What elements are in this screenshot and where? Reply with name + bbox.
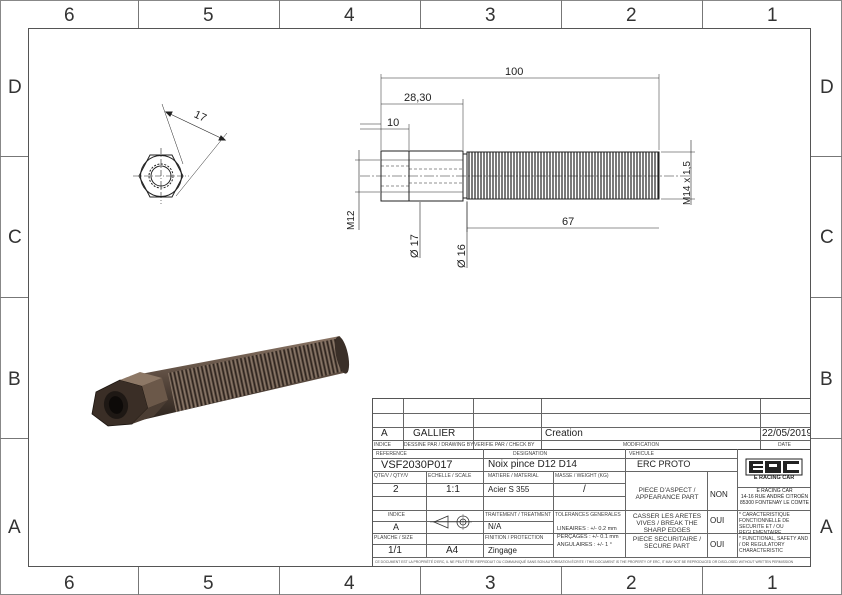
- dim-hex-length: 10: [387, 117, 399, 129]
- dim-thread-spec: M14 x 1,5: [682, 161, 693, 205]
- zone-col-bottom: 4: [344, 573, 355, 594]
- revision-date: 22/05/2019: [762, 428, 810, 439]
- scale-value: 1:1: [446, 484, 460, 495]
- zone-col-bottom: 2: [626, 573, 637, 594]
- dim-hex-af: 17: [192, 109, 208, 125]
- dim-m12: M12: [346, 210, 357, 230]
- edges-value: OUI: [710, 516, 725, 525]
- revision-header-indice: INDICE: [374, 442, 391, 448]
- mass-value: /: [583, 484, 586, 495]
- revision-indice: A: [381, 428, 388, 439]
- company-address: E RACING CAR 14-16 RUE ANDRÉ CITROËN 853…: [739, 488, 809, 506]
- qty-value: 2: [393, 484, 399, 495]
- isometric-view: [91, 336, 350, 427]
- header-designation: DESIGNATION: [513, 451, 548, 457]
- zone-col-top: 6: [64, 5, 75, 26]
- header-indice: INDICE: [388, 512, 405, 518]
- zone-row-right: A: [820, 517, 833, 538]
- size-value: A4: [446, 545, 459, 556]
- indice-value: A: [393, 522, 400, 532]
- logo-caption: E RACING CAR: [753, 475, 795, 481]
- zone-row-left: A: [8, 517, 21, 538]
- title-block: A GALLIER Creation 22/05/2019 INDICE DES…: [372, 398, 811, 567]
- side-view: [355, 74, 695, 268]
- header-sheet: PLANCHE / SIZE: [374, 535, 413, 541]
- zone-row-left: B: [8, 369, 21, 390]
- treatment-value: N/A: [488, 522, 502, 531]
- characteristic-note: * CARACTERISTIQUE FONCTIONNELLE DE SECUR…: [739, 512, 809, 554]
- dim-dia17: Ø 17: [409, 234, 421, 258]
- appearance-value: NON: [710, 490, 728, 499]
- revision-header-check: VERIFIE PAR / CHECK BY: [474, 442, 535, 448]
- dim-head-length: 28,30: [404, 92, 432, 104]
- zone-col-bottom: 5: [203, 573, 214, 594]
- dim-dia16: Ø 16: [456, 244, 468, 268]
- zone-col-bottom: 1: [767, 573, 778, 594]
- zone-col-top: 2: [626, 5, 637, 26]
- zone-row-right: B: [820, 369, 833, 390]
- part-reference: VSF2030P017: [381, 459, 453, 471]
- zone-col-top: 3: [485, 5, 496, 26]
- zone-col-bottom: 3: [485, 573, 496, 594]
- revision-header-drawn: DESSINE PAR / DRAWING BY: [404, 442, 473, 448]
- projection-symbol-icon: [428, 512, 483, 533]
- edges-label: CASSER LES ARETES VIVES / BREAK THE SHAR…: [632, 513, 702, 533]
- zone-col-top: 5: [203, 5, 214, 26]
- material-value: Acier S 355: [488, 485, 530, 494]
- zone-row-right: D: [820, 77, 834, 98]
- dim-overall-length: 100: [505, 66, 523, 78]
- header-material: MATIERE / MATERIAL: [488, 473, 539, 479]
- header-tolerances: TOLERANCES GENERALES: [555, 512, 621, 518]
- part-designation: Noix pince D12 D14: [488, 459, 577, 470]
- zone-row-right: C: [820, 227, 834, 248]
- header-qty: QTE/V / QTY/V: [374, 473, 409, 479]
- safety-value: OUI: [710, 540, 725, 549]
- vehicule-value: ERC PROTO: [637, 459, 691, 469]
- tolerances-value: LINEAIRES : +/- 0.2 mm PERÇAGES : +/- 0.…: [557, 526, 619, 548]
- appearance-label: PIECE D'ASPECT / APPEARANCE PART: [635, 487, 699, 501]
- header-finish: FINITION / PROTECTION: [485, 535, 544, 541]
- hex-end-view: [133, 103, 228, 204]
- zone-col-bottom: 6: [64, 573, 75, 594]
- finish-value: Zingage: [488, 546, 517, 555]
- dim-thread-length: 67: [562, 216, 574, 228]
- revision-header-modification: MODIFICATION: [623, 442, 660, 448]
- header-mass: MASSE / WEIGHT (KG): [555, 473, 609, 479]
- zone-col-top: 4: [344, 5, 355, 26]
- header-treatment: TRAITEMENT / TREATMENT: [485, 512, 552, 518]
- erc-logo: E RACING CAR: [745, 458, 803, 484]
- safety-label: PIECE SECURITAIRE / SECURE PART: [632, 536, 702, 550]
- revision-modification: Creation: [545, 428, 583, 439]
- zone-col-top: 1: [767, 5, 778, 26]
- revision-drawn-by: GALLIER: [413, 428, 456, 439]
- zone-row-left: D: [8, 77, 22, 98]
- confidentiality-footer: CE DOCUMENT EST LA PROPRIÉTÉ D'ERC, IL N…: [375, 560, 794, 564]
- revision-header-date: DATE: [778, 442, 791, 448]
- header-reference: REFERENCE: [376, 451, 407, 457]
- sheet-value: 1/1: [388, 545, 402, 556]
- header-vehicule: VEHICULE: [629, 451, 655, 457]
- zone-row-left: C: [8, 227, 22, 248]
- header-scale: ECHELLE / SCALE: [428, 473, 472, 479]
